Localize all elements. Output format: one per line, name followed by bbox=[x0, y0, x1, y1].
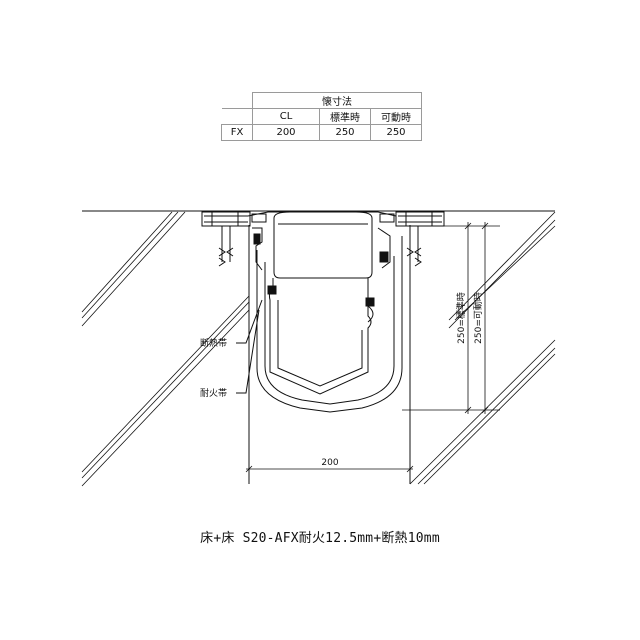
table-header-standard: 標準時 bbox=[319, 108, 371, 125]
right-anchor-bolts bbox=[406, 226, 422, 267]
insulation-inner bbox=[277, 300, 363, 387]
standard-depth-label: 250=標準時 bbox=[455, 292, 467, 344]
cover-plate bbox=[247, 211, 397, 217]
left-base-plate bbox=[201, 211, 251, 227]
width-dimension bbox=[245, 404, 414, 476]
right-slab-hatch bbox=[409, 211, 556, 485]
depth-dimension bbox=[402, 222, 500, 414]
table-value-cl: 200 bbox=[252, 124, 320, 141]
table-header-movable: 可動時 bbox=[370, 108, 422, 125]
insulation-band-label: 断熱帯 bbox=[200, 337, 227, 349]
fire-band-label: 耐火帯 bbox=[200, 387, 227, 399]
movable-depth-label: 250=可動時 bbox=[473, 292, 484, 344]
right-base-plate bbox=[395, 211, 445, 227]
insulation-leader bbox=[236, 299, 263, 344]
center-plug bbox=[273, 211, 373, 279]
left-bracket-fix bbox=[253, 233, 261, 245]
table-row-label: FX bbox=[221, 124, 253, 141]
left-clip bbox=[267, 285, 277, 295]
left-anchor-bolts bbox=[218, 226, 234, 267]
table-title: 懐寸法 bbox=[252, 92, 422, 109]
width-dimension-label: 200 bbox=[321, 458, 338, 468]
table-value-movable: 250 bbox=[370, 124, 422, 141]
right-bracket bbox=[377, 227, 391, 269]
right-clip bbox=[365, 297, 375, 307]
insulation-band bbox=[268, 278, 372, 395]
fire-band-outer bbox=[256, 236, 403, 413]
table-value-standard: 250 bbox=[319, 124, 371, 141]
drawing-caption: 床+床 S20-AFX耐火12.5mm+断熱10mm bbox=[200, 531, 440, 546]
fire-band-inner bbox=[264, 256, 395, 405]
cover-hinge-right bbox=[379, 213, 395, 223]
right-wave bbox=[367, 305, 374, 323]
cover-hinge-left bbox=[251, 213, 267, 223]
right-bracket-fix bbox=[379, 251, 389, 263]
dimension-table: 懐寸法 CL 標準時 可動時 FX 200 250 250 bbox=[221, 92, 422, 141]
table-header-cl: CL bbox=[252, 108, 320, 125]
fire-leader bbox=[236, 309, 260, 394]
left-slab-hatch bbox=[81, 211, 250, 487]
